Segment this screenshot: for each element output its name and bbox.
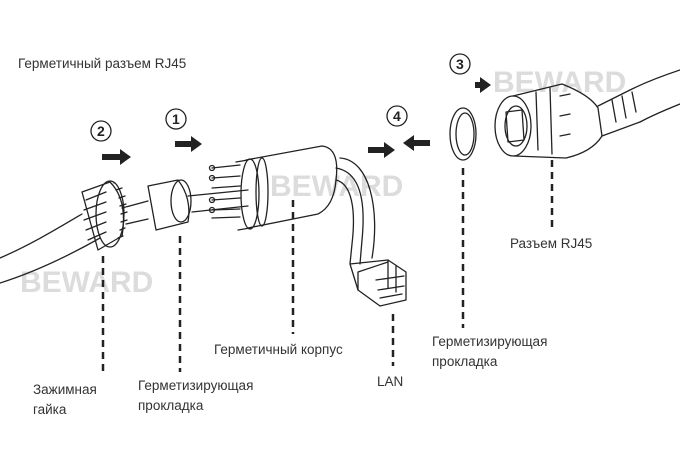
step-2-circle	[90, 120, 112, 142]
step-3-number: 3	[456, 56, 464, 72]
label-rj45-connector: Разъем RJ45	[510, 236, 593, 251]
arrow-right-icon	[368, 142, 395, 158]
arrow-right-icon	[475, 77, 491, 93]
label-clamping-nut-line2: гайка	[33, 402, 67, 417]
left-cable	[0, 189, 249, 284]
watermark-logo: BEWARD	[493, 66, 626, 99]
step-4-circle	[386, 105, 408, 127]
arrows	[102, 77, 491, 165]
watermark-logo: BEWARD	[20, 266, 153, 299]
label-seal-1-line2: прокладка	[138, 398, 204, 413]
step-1-number: 1	[172, 111, 180, 127]
label-seal-2-line1: Герметизирующая	[432, 334, 548, 349]
label-seal-1-line1: Герметизирующая	[138, 378, 254, 393]
diagram-title: Герметичный разъем RJ45	[18, 56, 187, 71]
step-4-number: 4	[393, 108, 401, 124]
lan-plug	[349, 259, 407, 307]
step-3-circle	[449, 53, 471, 75]
label-sealed-housing: Герметичный корпус	[214, 342, 343, 357]
arrow-left-icon	[403, 135, 430, 151]
clamping-nut	[81, 180, 128, 251]
seal-1	[147, 179, 192, 231]
step-2-number: 2	[97, 123, 105, 139]
step-1-circle	[165, 108, 187, 130]
rj45-connector	[494, 69, 680, 159]
arrow-right-icon	[102, 149, 131, 165]
arrow-right-icon	[175, 136, 202, 152]
step-markers: 2 1 4 3	[90, 53, 471, 142]
lan-cable	[335, 157, 376, 265]
label-seal-2-line2: прокладка	[432, 354, 498, 369]
label-lan: LAN	[377, 374, 404, 389]
leader-lines	[101, 160, 554, 372]
seal-ring-2	[449, 107, 477, 161]
label-clamping-nut-line1: Зажимная	[33, 382, 97, 397]
